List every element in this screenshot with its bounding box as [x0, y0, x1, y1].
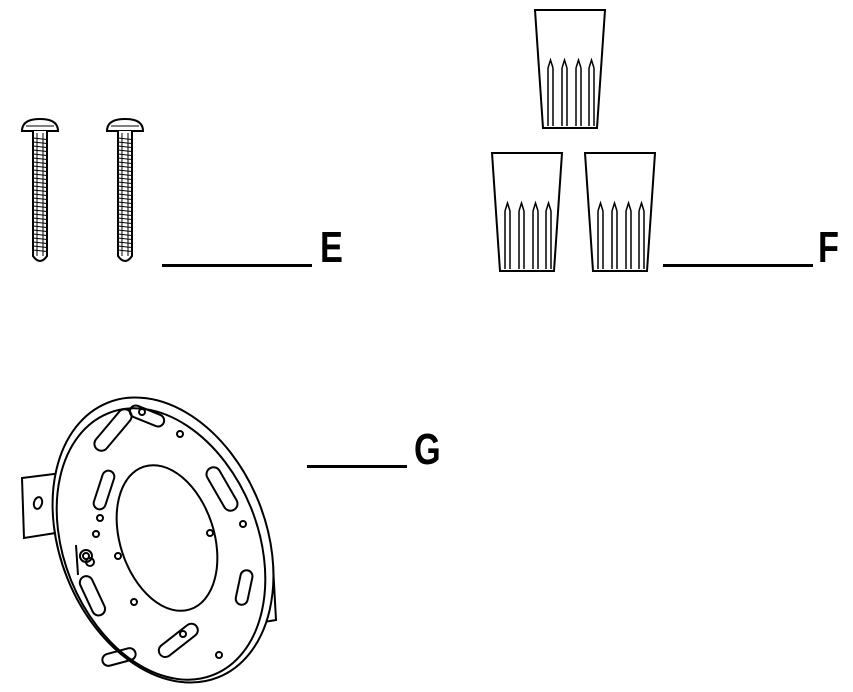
screw-icon [21, 118, 59, 262]
leader-line-e [162, 264, 312, 267]
wire-nut-icon [534, 9, 606, 129]
mounting-bracket-icon [20, 396, 278, 684]
wire-nut-icon [584, 152, 656, 272]
leader-line-f [663, 264, 813, 267]
leader-line-g [307, 465, 407, 468]
part-label-e: E [320, 223, 343, 272]
wire-nut-icon [491, 152, 563, 272]
part-label-f: F [818, 223, 839, 272]
screw-icon [106, 118, 144, 262]
part-label-g: G [414, 425, 441, 474]
